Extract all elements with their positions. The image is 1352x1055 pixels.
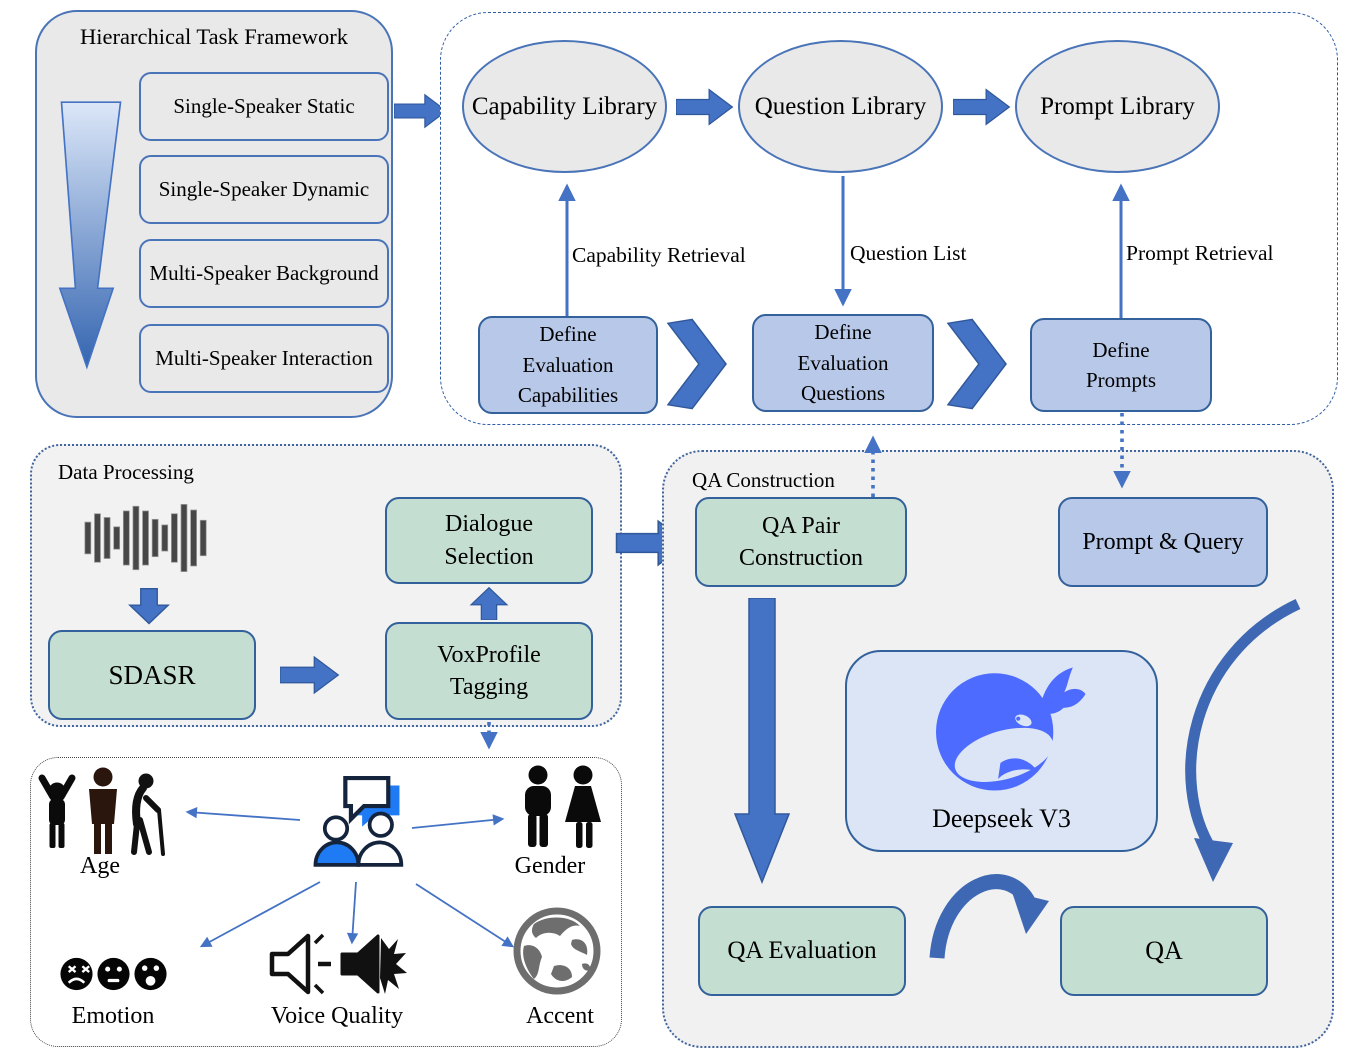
hierarchical-task-framework-panel: Hierarchical Task Framework Single-Speak… — [35, 10, 393, 418]
deepseek-whale-icon — [936, 667, 1086, 791]
capability-library-node: Capability Library — [462, 40, 667, 173]
define-evaluation-questions-node: Define Evaluation Questions — [752, 314, 934, 412]
task-level-single-speaker-dynamic: Single-Speaker Dynamic — [139, 155, 389, 224]
voice-quality-icons — [269, 933, 407, 995]
audio-waveform-icon — [84, 504, 207, 572]
sdasr-to-voxprofile-arrow — [280, 655, 340, 695]
question-to-prompt-arrow — [953, 88, 1011, 126]
age-label: Age — [80, 853, 120, 879]
qa-evaluation-node: QA Evaluation — [698, 906, 906, 996]
task-level-multi-speaker-interaction: Multi-Speaker Interaction — [139, 324, 389, 393]
framework-title: Hierarchical Task Framework — [80, 24, 348, 49]
capability-to-question-arrow — [676, 88, 734, 126]
speaker-attributes-panel — [30, 757, 622, 1047]
emotion-icons — [60, 957, 167, 991]
hierarchy-depth-arrow-icon — [58, 101, 122, 370]
voxprofile-to-dialogue-arrow — [469, 586, 509, 620]
qa-node: QA — [1060, 906, 1268, 996]
gender-label: Gender — [514, 853, 586, 879]
dialogue-speakers-icon — [313, 775, 404, 867]
qa-construction-title: QA Construction — [692, 468, 835, 492]
deepseek-model-label: Deepseek V3 — [932, 804, 1071, 833]
task-level-multi-speaker-background: Multi-Speaker Background — [139, 239, 389, 308]
qa-pair-to-evaluation-arrow — [733, 598, 791, 884]
data-processing-title: Data Processing — [58, 460, 194, 484]
prompt-retrieval-label: Prompt Retrieval — [1126, 241, 1274, 265]
gender-icons — [525, 765, 601, 848]
prompt-library-node: Prompt Library — [1015, 40, 1220, 173]
sdasr-node: SDASR — [48, 630, 256, 720]
capability-retrieval-label: Capability Retrieval — [572, 243, 746, 267]
define-questions-to-prompts-chevron — [946, 318, 1007, 410]
waveform-to-sdasr-arrow — [128, 588, 170, 625]
question-list-label: Question List — [850, 241, 967, 265]
voice-quality-label: Voice Quality — [270, 1003, 404, 1029]
task-level-single-speaker-static: Single-Speaker Static — [139, 72, 389, 141]
framework-to-library-arrow — [394, 93, 448, 129]
prompt-and-query-node: Prompt & Query — [1058, 497, 1268, 587]
define-prompts-node: Define Prompts — [1030, 318, 1212, 412]
deepseek-model-box: Deepseek V3 — [845, 650, 1158, 852]
age-icons — [38, 767, 165, 856]
qa-pair-construction-node: QA Pair Construction — [695, 497, 907, 587]
dialogue-selection-node: Dialogue Selection — [385, 497, 593, 584]
voxprofile-tagging-node: VoxProfile Tagging — [385, 622, 593, 720]
accent-globe-icon — [513, 907, 601, 995]
emotion-label: Emotion — [71, 1003, 155, 1029]
define-evaluation-capabilities-node: Define Evaluation Capabilities — [478, 316, 658, 414]
accent-label: Accent — [526, 1003, 594, 1029]
question-library-node: Question Library — [738, 40, 943, 173]
define-capabilities-to-questions-chevron — [666, 318, 727, 410]
